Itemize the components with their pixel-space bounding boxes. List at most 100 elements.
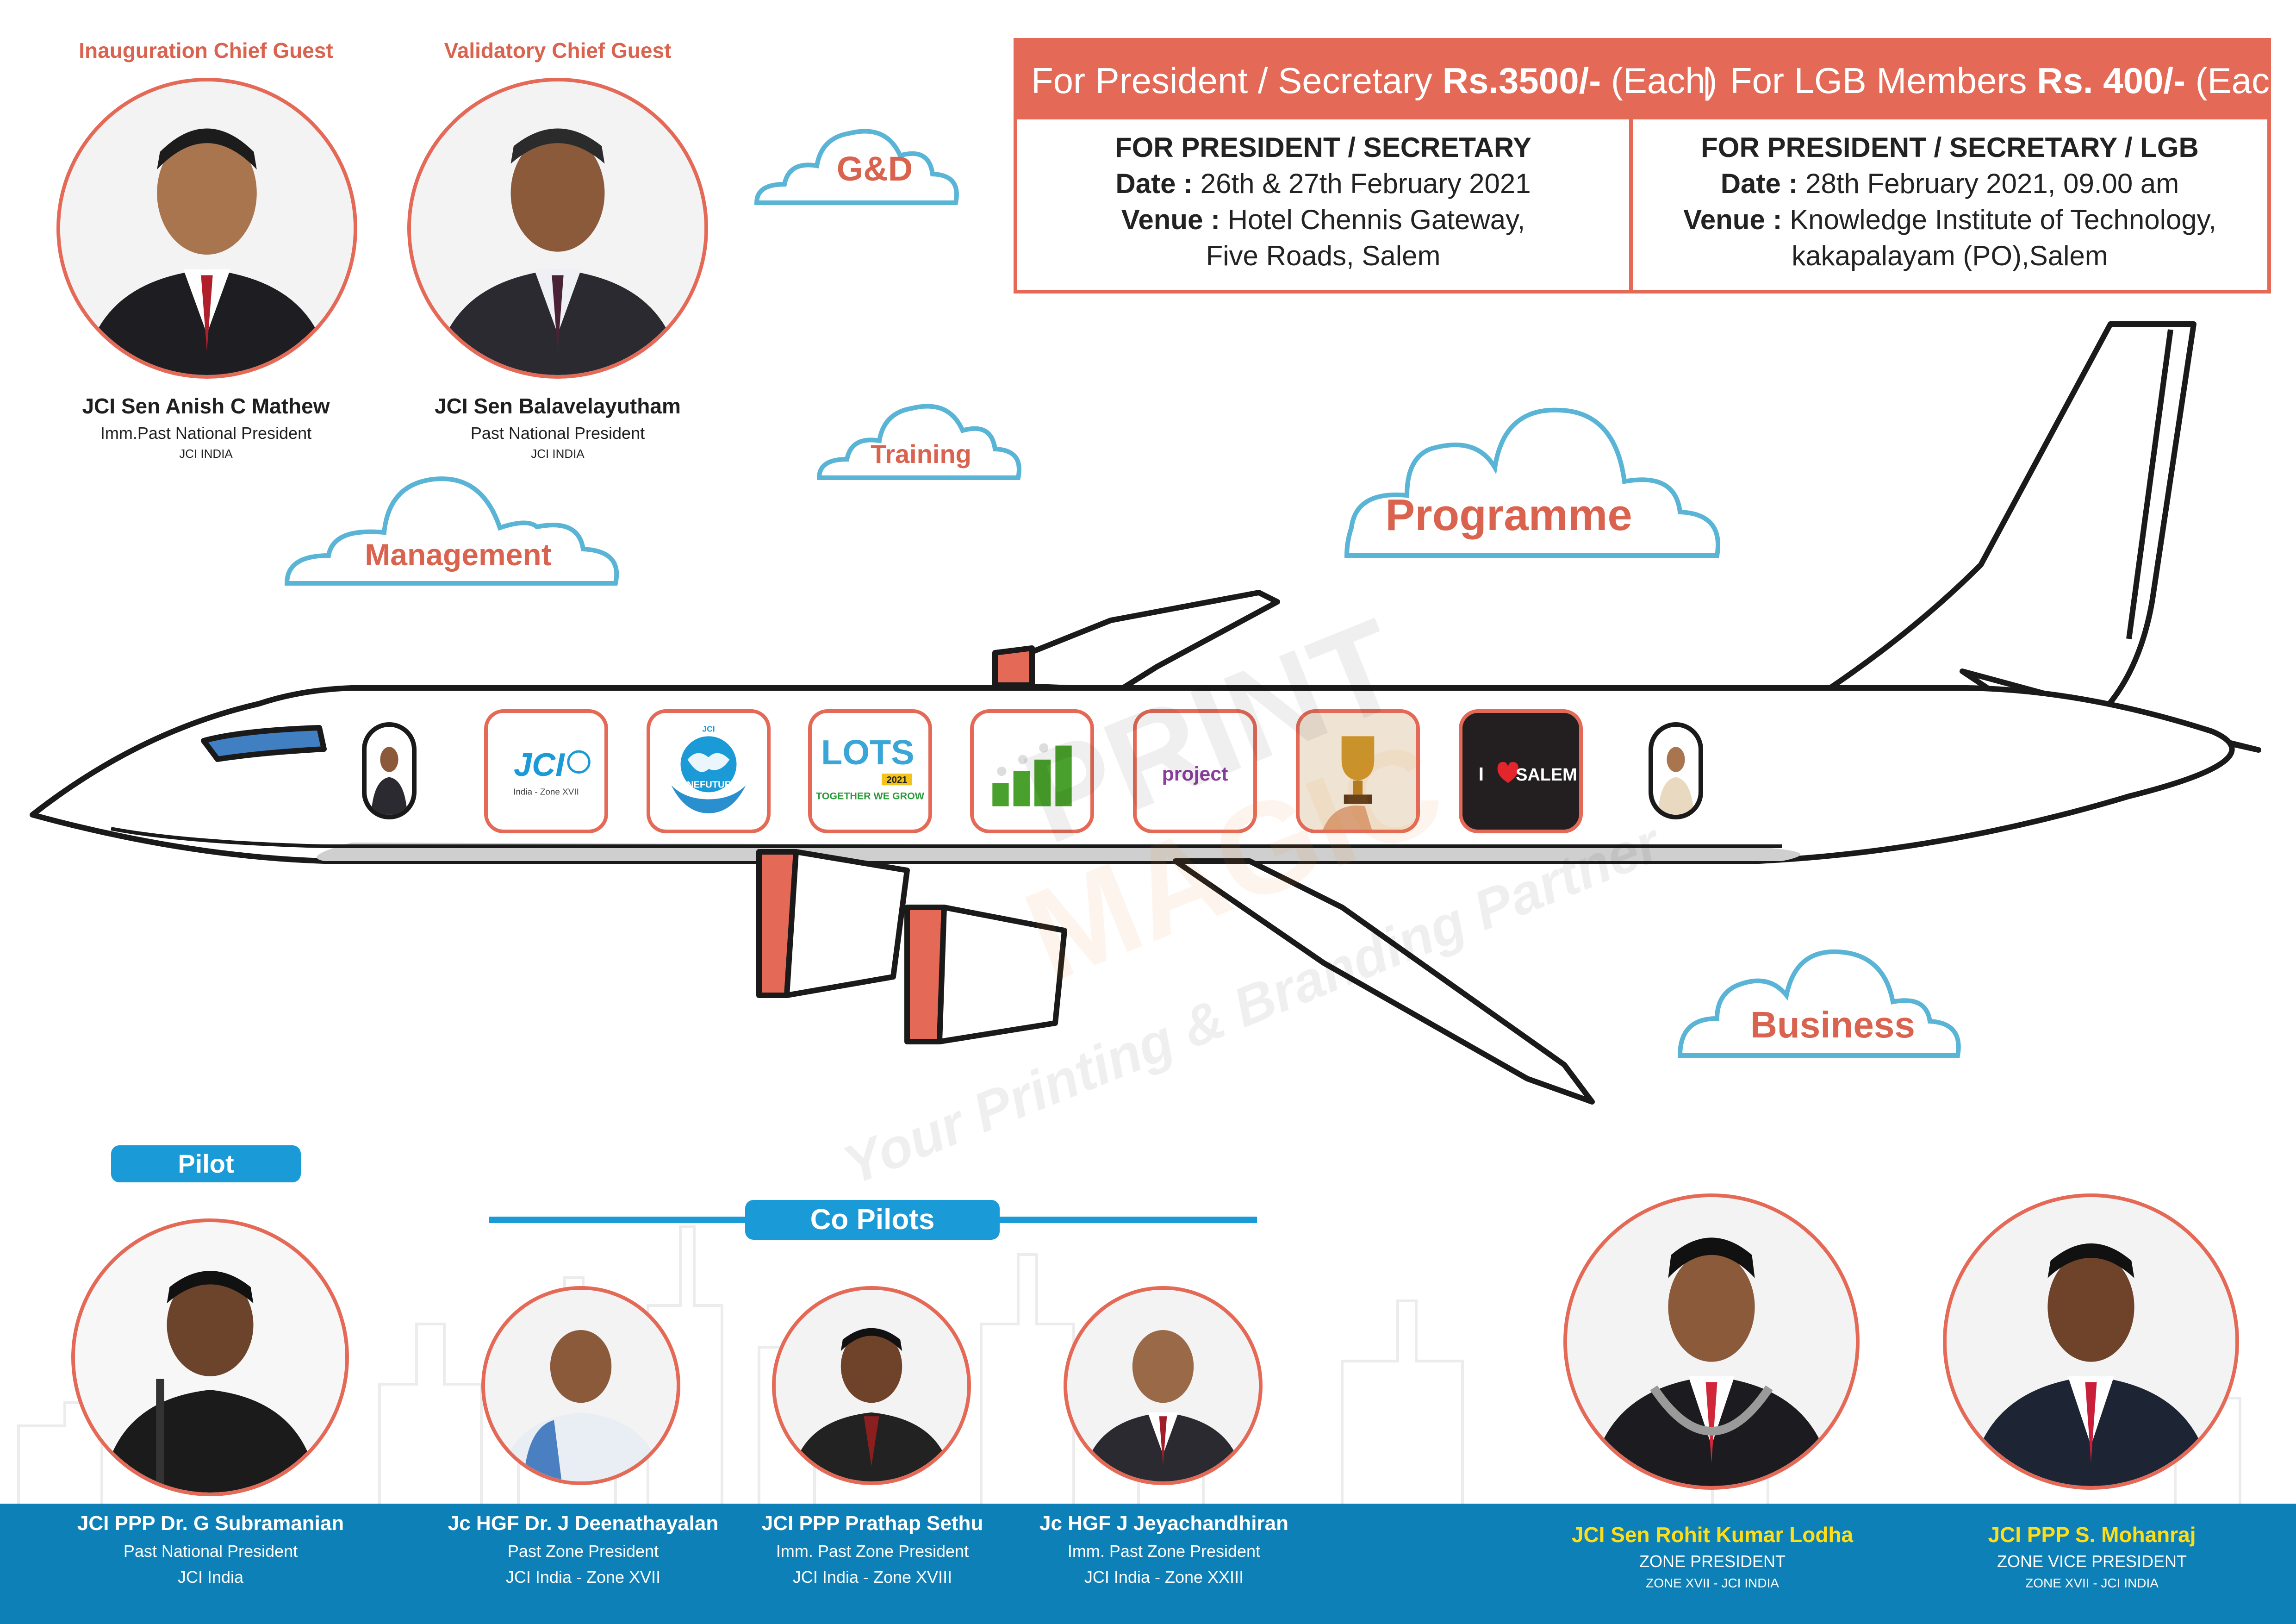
window-trophy: [1296, 709, 1420, 833]
fee-header: For President / Secretary Rs.3500/- (Eac…: [1017, 42, 2296, 119]
copilot-title: Imm. Past Zone President: [1067, 1542, 1261, 1561]
fee-divider: [1629, 119, 1633, 294]
fee-right-date: 28th February 2021, 09.00 am: [1805, 168, 2179, 199]
person-portrait-icon: [1947, 1197, 2235, 1486]
copilots-label: Co Pilots: [745, 1200, 1000, 1240]
cloud-label-gd: G&D: [836, 150, 913, 188]
globe-hands-icon: JCI ONEFUTURE 2021: [671, 724, 746, 813]
fee-left-date: 26th & 27th February 2021: [1200, 168, 1531, 199]
heart-salem-icon: I SALEM: [1462, 713, 1579, 830]
guest-org: JCI INDIA: [179, 447, 233, 461]
fee-header-left: For President / Secretary Rs.3500/- (Eac…: [1031, 42, 1717, 119]
lots-year-text: 2021: [887, 775, 908, 785]
salem-text: SALEM: [1516, 765, 1577, 785]
tail-fin: [1774, 321, 2196, 725]
lots-tagline-text: TOGETHER WE GROW: [816, 790, 925, 801]
cloud-label-programme: Programme: [1385, 490, 1632, 540]
person-portrait-icon: [411, 81, 704, 375]
guest-photo-anish: [56, 78, 357, 379]
porthole-rear: [1649, 722, 1703, 819]
person-portrait-icon: [1567, 1197, 1856, 1486]
window-onefuture: JCI ONEFUTURE 2021: [647, 709, 771, 833]
pilot-title: Past National President: [123, 1542, 298, 1561]
project-text: project: [1162, 763, 1228, 785]
cloud-management: [284, 476, 619, 586]
zone-president-photo: [1563, 1193, 1860, 1490]
fee-left-venue: Hotel Chennis Gateway,: [1227, 204, 1525, 235]
window-i-love-salem: I SALEM: [1459, 709, 1583, 833]
fee-right-column: FOR PRESIDENT / SECRETARY / LGB Date : 2…: [1633, 130, 2267, 274]
person-portrait-icon: [485, 1290, 677, 1481]
zone-vice-president-name: JCI PPP S. Mohanraj: [1988, 1523, 2196, 1547]
cloud-gd: [754, 129, 959, 205]
far-wing-stub: [992, 645, 1035, 688]
window-lots: LOTS 2021 TOGETHER WE GROW: [808, 709, 932, 833]
copilot-title: Imm. Past Zone President: [776, 1542, 969, 1561]
guest-org: JCI INDIA: [531, 447, 585, 461]
guest-title: Imm.Past National President: [100, 424, 312, 443]
fee-left-heading: FOR PRESIDENT / SECRETARY: [1114, 132, 1532, 163]
tail-fin-edge: [2126, 329, 2173, 639]
zone-vice-president-title: ZONE VICE PRESIDENT: [1997, 1552, 2187, 1571]
onefuture-top-text: JCI: [702, 724, 715, 733]
window-growth: [970, 709, 1094, 833]
fee-left-date-label: Date :: [1115, 168, 1193, 199]
fee-left-column: FOR PRESIDENT / SECRETARY Date : 26th & …: [1017, 130, 1629, 274]
fee-separator: |: [1702, 60, 1712, 101]
fee-info-box: For President / Secretary Rs.3500/- (Eac…: [1014, 38, 2296, 294]
onefuture-text: ONEFUTURE: [679, 780, 737, 790]
fee-right-venue: Knowledge Institute of Technology,: [1790, 204, 2216, 235]
copilot-org: JCI India - Zone XVII: [505, 1568, 661, 1587]
cloud-label-training: Training: [871, 439, 971, 468]
pilot-name: JCI PPP Dr. G Subramanian: [77, 1512, 344, 1535]
guest-caption-inauguration: Inauguration Chief Guest: [79, 38, 333, 62]
cloud-programme: [1344, 407, 1721, 558]
fee-right-venue-label: Venue :: [1683, 204, 1782, 235]
cloud-label-business: Business: [1750, 1004, 1915, 1045]
fee-left-venue-label: Venue :: [1121, 204, 1220, 235]
cloud-label-management: Management: [365, 537, 552, 572]
copilot-photo-prathap: [772, 1286, 971, 1485]
zone-vice-president-photo: [1943, 1193, 2239, 1490]
person-portrait-icon: [1657, 747, 1694, 815]
guest-title: Past National President: [470, 424, 645, 443]
person-portrait-icon: [776, 1290, 967, 1481]
engine-left-body: [784, 849, 910, 998]
pilot-photo: [71, 1218, 349, 1496]
salem-i-text: I: [1479, 763, 1484, 785]
guest-name: JCI Sen Balavelayutham: [435, 394, 681, 418]
lots-logo-icon: LOTS 2021 TOGETHER WE GROW: [816, 733, 925, 802]
copilot-title: Past Zone President: [507, 1542, 659, 1561]
zone-president-org: ZONE XVII - JCI INDIA: [1646, 1576, 1779, 1590]
cockpit-window: [201, 725, 327, 762]
fee-right-date-label: Date :: [1720, 168, 1798, 199]
person-portrait-icon: [1067, 1290, 1259, 1481]
fee-header-right: For LGB Members Rs. 400/- (Each): [1730, 42, 2296, 119]
copilot-photo-deenathayalan: [481, 1286, 680, 1485]
cloud-business: [1677, 949, 1961, 1058]
copilot-photo-jeyachandhiran: [1064, 1286, 1263, 1485]
pilot-org: JCI India: [177, 1568, 244, 1587]
window-project: project: [1133, 709, 1257, 833]
fee-right-venue-line2: kakapalayam (PO),Salem: [1792, 240, 2108, 271]
fee-right-amount: Rs. 400/-: [2037, 60, 2185, 101]
copilot-org: JCI India - Zone XXIII: [1084, 1568, 1244, 1587]
engine-right-body: [937, 905, 1067, 1044]
fee-right-heading: FOR PRESIDENT / SECRETARY / LGB: [1701, 132, 2199, 163]
person-portrait-icon: [75, 1222, 345, 1493]
person-portrait-icon: [60, 81, 354, 375]
fee-right-suffix: (Each): [2185, 60, 2296, 101]
guest-photo-balavelayutham: [407, 78, 708, 379]
guest-caption-validatory: Validatory Chief Guest: [444, 38, 672, 62]
copilot-name: Jc HGF Dr. J Deenathayalan: [448, 1512, 719, 1535]
project-icon: project: [1162, 763, 1228, 785]
fee-left-suffix: (Each): [1601, 60, 1717, 101]
person-portrait-icon: [371, 747, 408, 815]
guest-name: JCI Sen Anish C Mathew: [82, 394, 330, 418]
zone-vice-president-org: ZONE XVII - JCI INDIA: [2025, 1576, 2159, 1590]
growth-chart-icon: [992, 743, 1072, 806]
fee-left-venue-line2: Five Roads, Salem: [1206, 240, 1441, 271]
copilot-name: Jc HGF J Jeyachandhiran: [1039, 1512, 1288, 1535]
onefuture-year-text: 2021: [702, 792, 715, 798]
footer-band: [0, 1504, 2296, 1624]
